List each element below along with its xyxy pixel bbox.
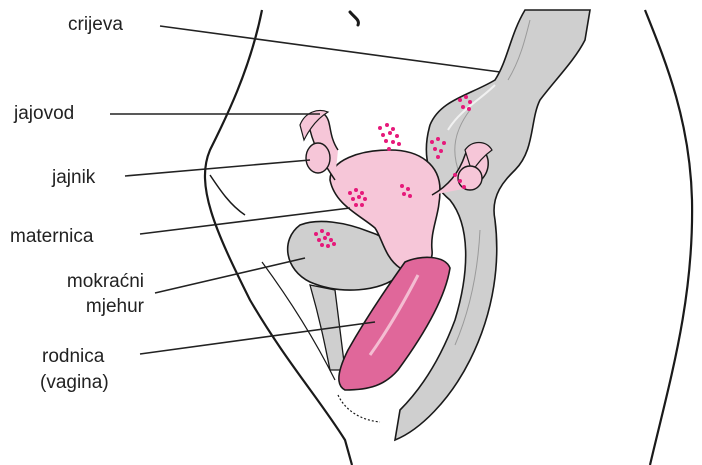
label-crijeva: crijeva — [68, 14, 123, 36]
ovary-right — [458, 166, 482, 190]
perineum-shading — [338, 395, 380, 422]
ovary-left — [306, 143, 330, 173]
dot-cluster-upper — [378, 123, 401, 151]
label-rodnica-line2: (vagina) — [40, 372, 109, 394]
navel-mark — [350, 12, 358, 25]
label-jajnik: jajnik — [52, 167, 95, 189]
label-jajovod: jajovod — [14, 103, 74, 125]
label-mokracni-line2: mjehur — [44, 296, 144, 318]
body-outline-right — [645, 10, 692, 465]
label-maternica: maternica — [10, 226, 93, 248]
label-rodnica-line1: rodnica — [42, 346, 104, 368]
leader-line-mokracni — [155, 258, 305, 293]
leader-line-crijeva — [160, 26, 500, 72]
thigh-crease — [210, 175, 245, 215]
label-mokracni-line1: mokraćni — [44, 271, 144, 293]
leader-line-jajnik — [125, 160, 310, 176]
